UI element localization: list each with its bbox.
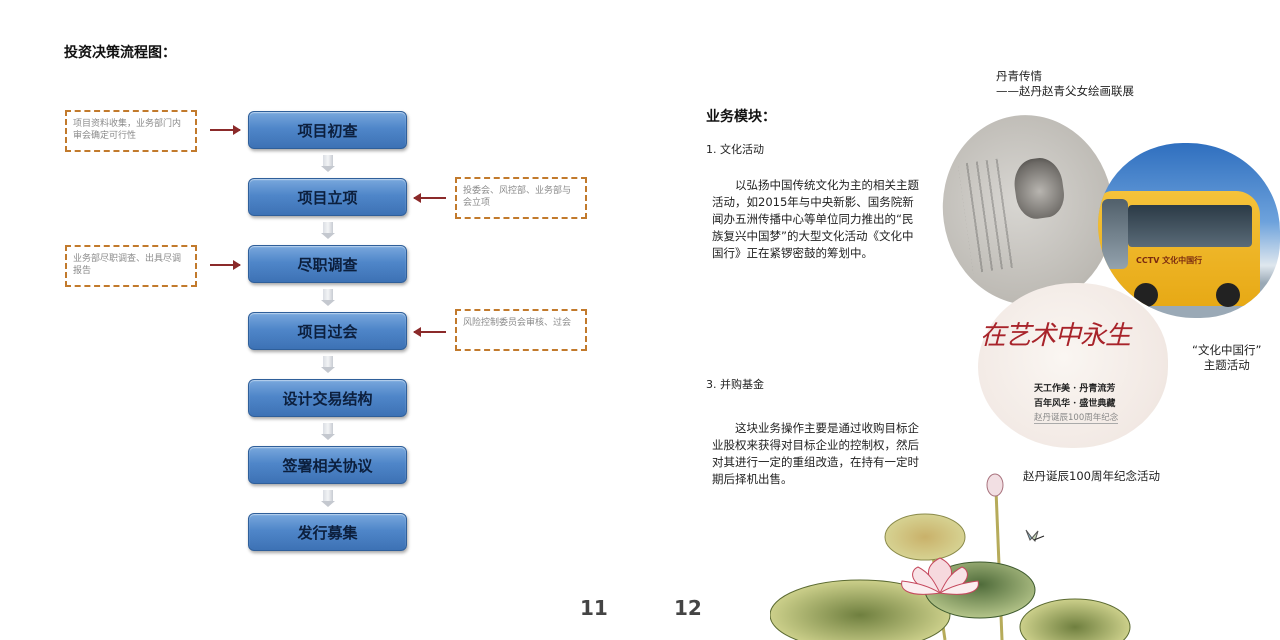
note-committee: 风险控制委员会审核、过会 (455, 309, 587, 351)
item-body-culture: 以弘扬中国传统文化为主的相关主题活动，如2015年与中央新影、国务院新闻办五洲传… (712, 178, 919, 260)
step-deal-structure: 设计交易结构 (248, 379, 407, 417)
down-arrow-icon (321, 289, 335, 307)
poster-calligraphy: 在艺术中永生 (980, 321, 1131, 351)
bus-body-icon: CCTV 文化中国行 (1098, 191, 1260, 307)
right-arrow-icon (210, 125, 241, 135)
step-project-approval: 项目立项 (248, 178, 407, 216)
step-project-screening: 项目初查 (248, 111, 407, 149)
down-arrow-icon (321, 222, 335, 240)
poster-line2: 百年风华 · 盛世典藏 (1034, 399, 1116, 409)
caption-anniversary: 赵丹诞辰100周年纪念活动 (1023, 469, 1160, 483)
left-arrow-icon (413, 327, 446, 337)
down-arrow-icon (321, 423, 335, 441)
down-arrow-icon (321, 356, 335, 374)
page-number-left: 11 (580, 596, 608, 620)
caption-culture-tour: “文化中国行” 主题活动 (1192, 343, 1262, 372)
caption-exhibition: 丹青传情 ——赵丹赵青父女绘画联展 (996, 69, 1134, 98)
item-body-ma-fund: 这块业务操作主要是通过收购目标企业股权来获得对目标企业的控制权，然后对其进行一定… (712, 421, 919, 486)
down-arrow-icon (321, 155, 335, 173)
lotus-decoration-icon (770, 473, 1131, 640)
step-sign-agreements: 签署相关协议 (248, 446, 407, 484)
note-approval: 投委会、风控部、业务部与会立项 (455, 177, 587, 219)
left-arrow-icon (413, 193, 446, 203)
portrait-face-icon (1011, 155, 1068, 222)
note-due-diligence: 业务部尽职调查、出具尽调报告 (65, 245, 197, 287)
bus-image: CCTV 文化中国行 (1098, 143, 1280, 318)
anniversary-poster-image: 在艺术中永生 天工作美 · 丹青流芳 百年风华 · 盛世典藏 赵丹诞辰100周年… (978, 283, 1168, 448)
calligraphy-strokes (957, 158, 1018, 274)
flowchart-title: 投资决策流程图： (64, 45, 176, 61)
step-fundraising: 发行募集 (248, 513, 407, 551)
note-screening: 项目资料收集，业务部门内审会确定可行性 (65, 110, 197, 152)
page-number-right: 12 (674, 596, 702, 620)
step-committee-review: 项目过会 (248, 312, 407, 350)
butterfly-icon (1025, 529, 1045, 542)
poster-line1: 天工作美 · 丹青流芳 (1034, 384, 1116, 394)
section-title: 业务模块： (706, 109, 776, 125)
item-heading-culture: 1. 文化活动 (706, 143, 764, 156)
item-heading-ma-fund: 3. 并购基金 (706, 378, 764, 391)
poster-line3: 赵丹诞辰100周年纪念 (1034, 413, 1119, 424)
step-due-diligence: 尽职调查 (248, 245, 407, 283)
right-arrow-icon (210, 260, 241, 270)
down-arrow-icon (321, 490, 335, 508)
